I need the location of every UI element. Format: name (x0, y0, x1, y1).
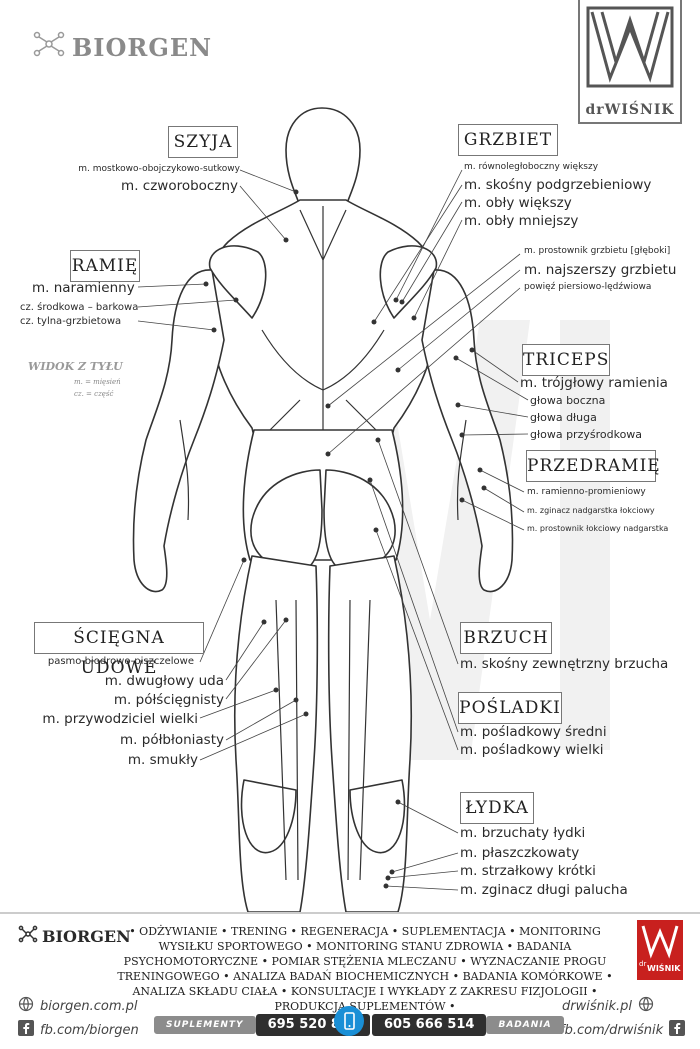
website-left[interactable]: biorgen.com.pl (18, 996, 138, 1016)
triceps-item-2: głowa boczna (530, 394, 606, 407)
badge-name: WIŚNIK (647, 964, 681, 973)
triceps-title: TRICEPS (522, 344, 610, 376)
badge-dr: dr (639, 960, 647, 968)
neck-item-1: m. mostkowo-obojczykowo-sutkowy (78, 164, 240, 174)
forearm-item-2: m. zginacz nadgarstka łokciowy (527, 506, 655, 515)
website-right[interactable]: drwiśnik.pl (562, 996, 654, 1016)
drwisnik-logo: drWIŚNIK (578, 0, 682, 124)
legend-part: cz. = część (74, 390, 114, 398)
molecule-icon (32, 30, 66, 64)
abs-item-1: m. skośny zewnętrzny brzucha (460, 656, 669, 672)
legend-muscle: m. = mięsień (74, 378, 121, 386)
globe-icon (638, 996, 654, 1016)
hamstrings-item-2: m. dwugłowy uda (104, 673, 224, 689)
hamstrings-item-1: pasmo biodrowo-piszczelowe (47, 656, 194, 667)
triceps-item-1: m. trójgłowy ramienia (520, 375, 668, 391)
leader-dots (203, 189, 487, 889)
phone-icon (334, 1006, 364, 1036)
view-label: WIDOK Z TYŁU (28, 360, 123, 373)
back-item-3: m. obły większy (464, 195, 572, 211)
hamstrings-item-3: m. półścięgnisty (113, 692, 224, 708)
badania-phone: 605 666 514 (372, 1014, 487, 1036)
arm-title: RAMIĘ (70, 250, 140, 282)
calf-title: ŁYDKA (460, 792, 534, 824)
drwisnik-badge: dr WIŚNIK (637, 920, 683, 980)
forearm-item-1: m. ramienno-promieniowy (527, 487, 646, 497)
badania-label: BADANIA (486, 1016, 564, 1034)
calf-item-3: m. strzałkowy krótki (460, 863, 596, 879)
services-list: • ODŻYWIANIE • TRENING • REGENERACJA • S… (117, 925, 613, 1013)
globe-icon (18, 996, 34, 1016)
triceps-item-4: głowa przyśrodkowa (530, 428, 643, 441)
facebook-left-text: fb.com/biorgen (40, 1022, 139, 1038)
leader-lines (137, 169, 529, 891)
glutes-title: POŚLADKI (458, 692, 562, 724)
glutes-item-1: m. pośladkowy średni (460, 724, 607, 740)
facebook-right-text: fb.com/drwiśnik (560, 1022, 664, 1038)
suplementy-label: SUPLEMENTY (154, 1016, 256, 1034)
triceps-item-3: głowa długa (530, 411, 597, 424)
arm-item-3: cz. tylna-grzbietowa (20, 316, 122, 327)
hamstrings-item-5: m. półbłoniasty (120, 732, 224, 748)
forearm-item-3: m. prostownik łokciowy nadgarstka (527, 524, 669, 533)
abs-title: BRZUCH (460, 622, 552, 654)
back-item-1: m. równoległoboczny większy (464, 162, 599, 172)
calf-item-2: m. płaszczkowaty (460, 845, 580, 861)
forearm-title: PRZEDRAMIĘ (526, 450, 660, 482)
drwisnik-wordmark: drWIŚNIK (585, 102, 675, 118)
website-right-text: drwiśnik.pl (562, 998, 632, 1014)
hamstrings-item-6: m. smukły (127, 752, 198, 768)
back-title: GRZBIET (458, 124, 558, 156)
website-left-text: biorgen.com.pl (40, 998, 138, 1014)
neck-item-2: m. czworoboczny (121, 178, 238, 194)
back-item-7: powięź piersiowo-lędźwiowa (524, 282, 652, 292)
arm-item-2: cz. środkowa – barkowa (20, 302, 139, 313)
footer-brand: BIORGEN (18, 925, 131, 947)
facebook-icon (18, 1020, 34, 1040)
back-item-6: m. najszerszy grzbietu (524, 262, 677, 278)
facebook-icon (669, 1020, 686, 1040)
calf-item-1: m. brzuchaty łydki (460, 825, 586, 841)
body-back-diagram (132, 107, 610, 912)
arm-item-1: m. naramienny (32, 280, 135, 296)
biorgen-logo: BIORGEN (32, 30, 212, 64)
hamstrings-title: ŚCIĘGNA UDOWE (34, 622, 204, 678)
facebook-left[interactable]: fb.com/biorgen (18, 1020, 139, 1040)
hamstrings-item-4: m. przywodziciel wielki (42, 711, 198, 727)
back-item-5: m. prostownik grzbietu [głęboki] (524, 246, 671, 256)
back-item-2: m. skośny podgrzebieniowy (464, 177, 652, 193)
neck-title: SZYJA (168, 126, 238, 158)
calf-item-4: m. zginacz długi palucha (460, 882, 628, 898)
molecule-icon (18, 925, 38, 947)
facebook-right[interactable]: fb.com/drwiśnik (560, 1020, 686, 1040)
glutes-item-2: m. pośladkowy wielki (460, 742, 604, 758)
back-item-4: m. obły mniejszy (464, 213, 579, 229)
phone-badania[interactable]: 605 666 514 BADANIA (372, 1014, 564, 1036)
footer-brand-name: BIORGEN (42, 926, 131, 946)
biorgen-wordmark: BIORGEN (72, 32, 213, 62)
